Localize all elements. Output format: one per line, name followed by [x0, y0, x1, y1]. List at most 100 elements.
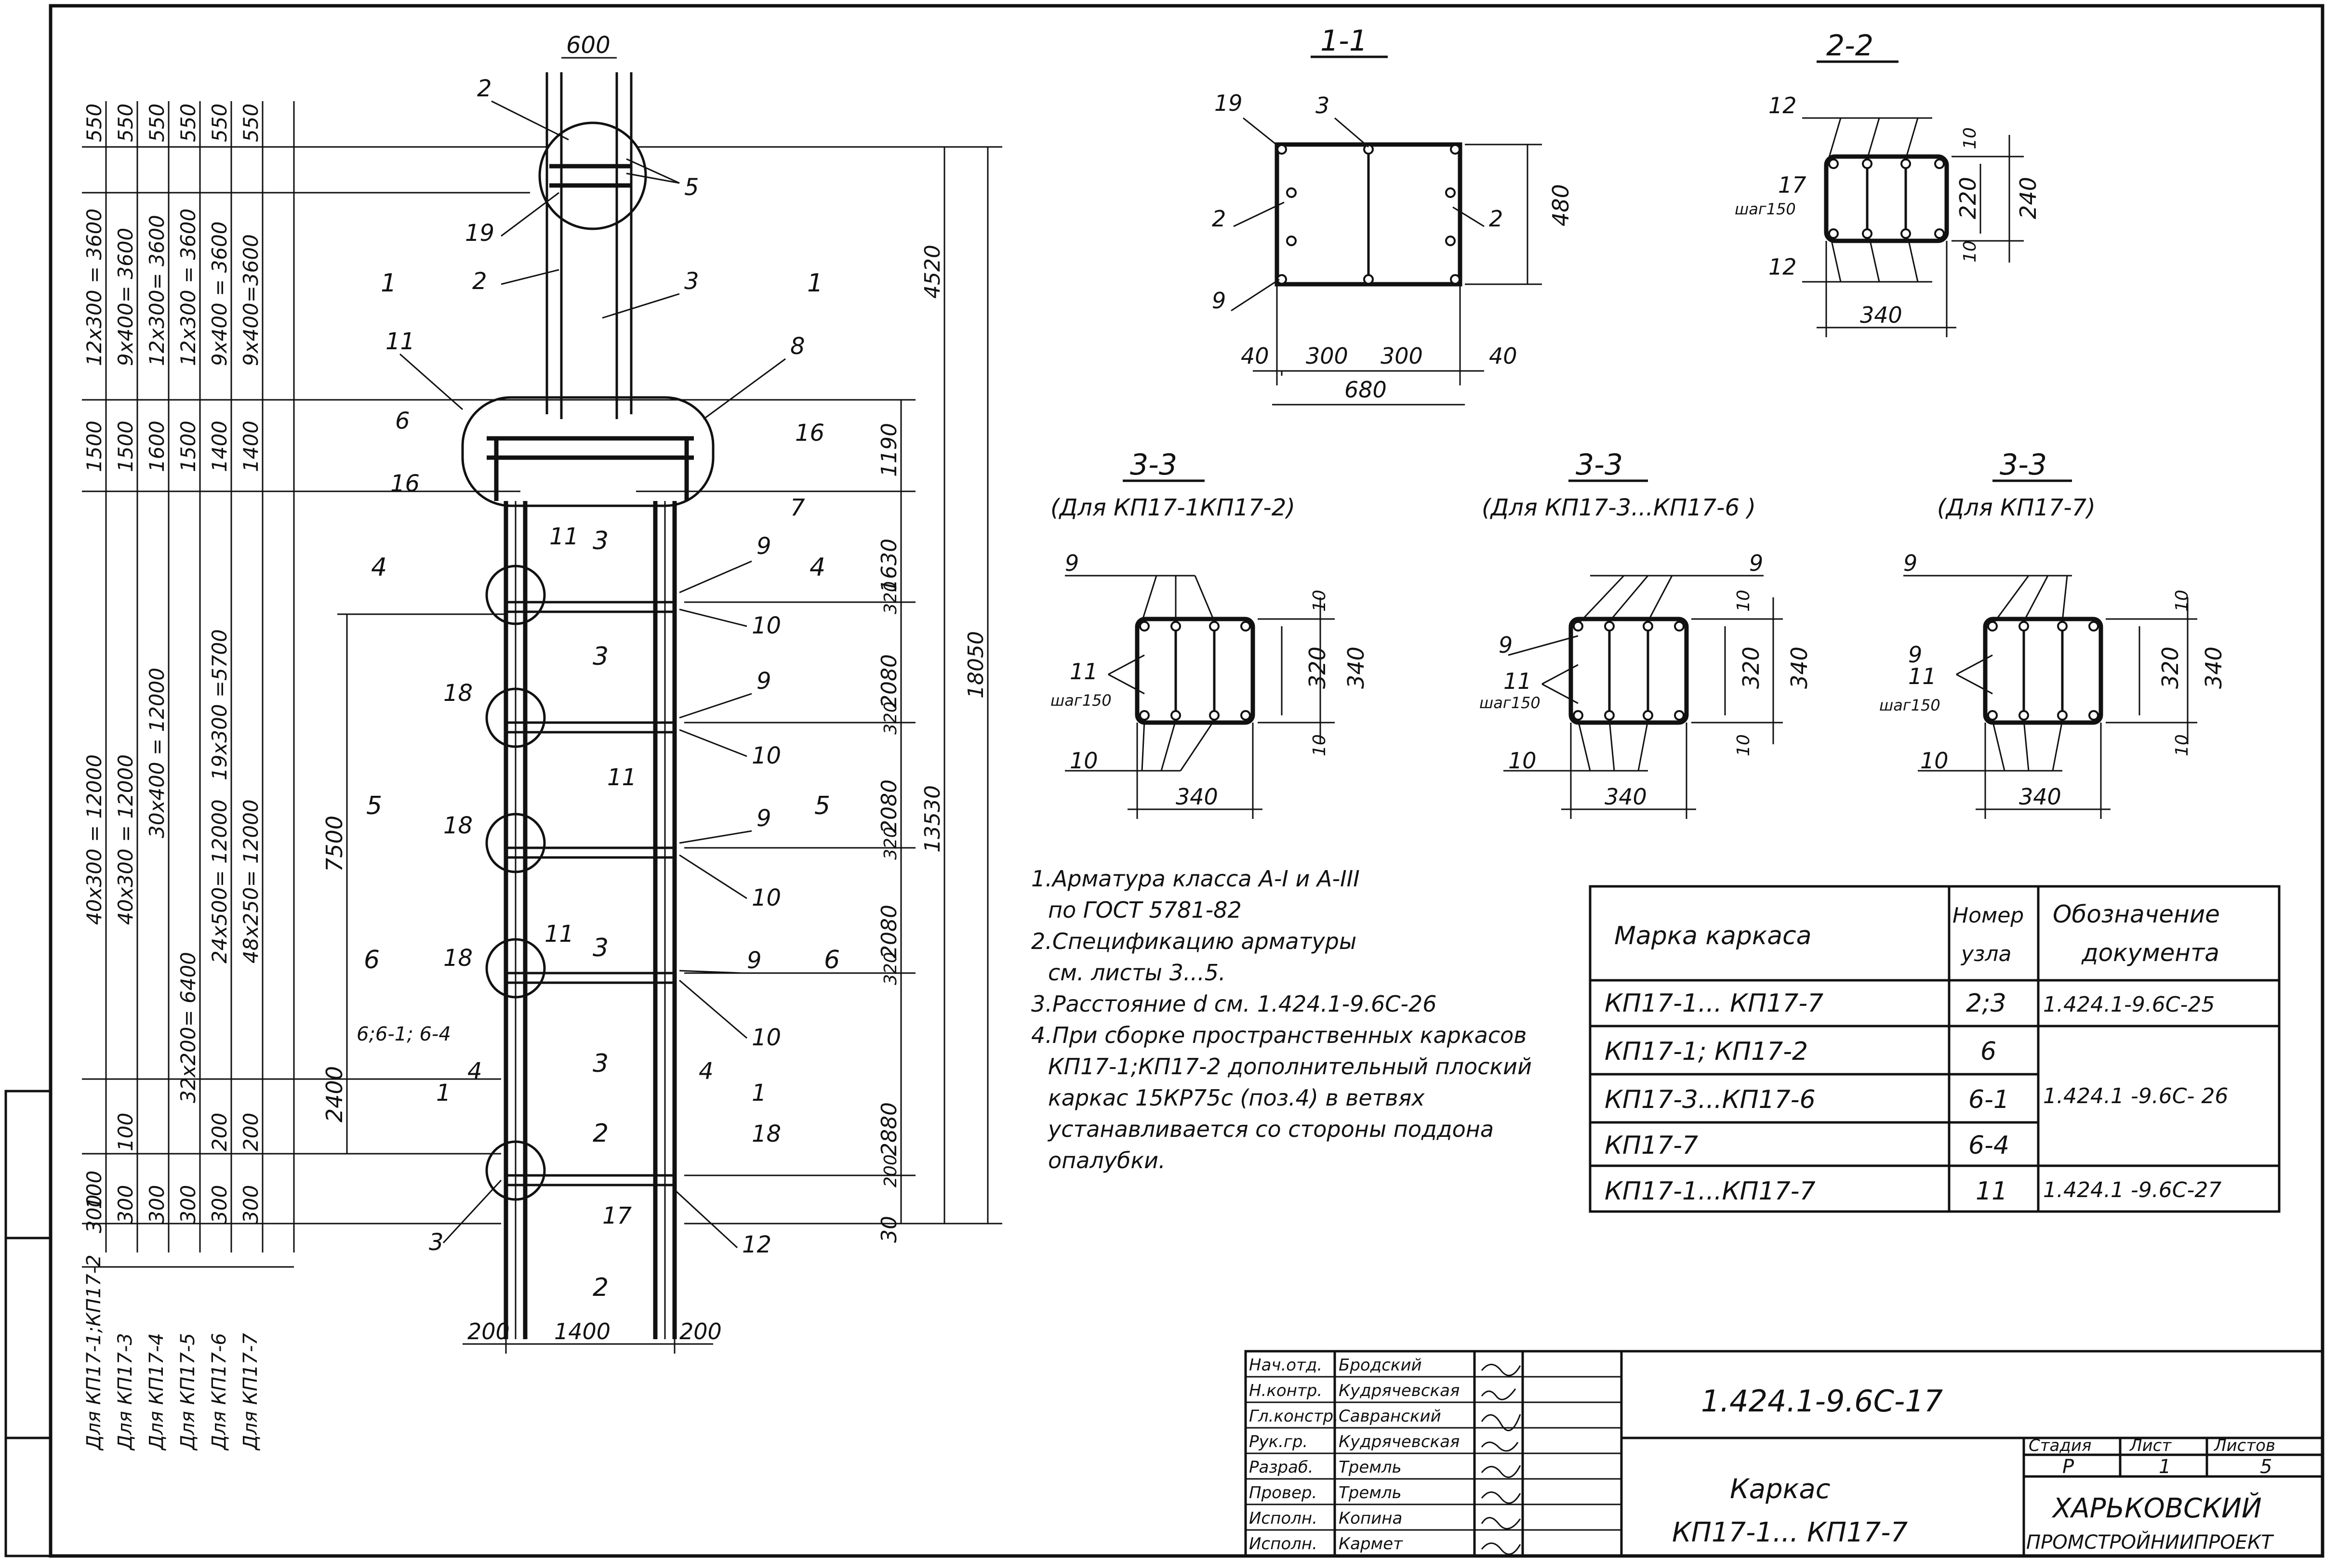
sheet-frame — [49, 4, 2324, 1558]
s11-d300b: 300 — [1381, 343, 1423, 369]
tb-name-2: Кудрячевская — [1339, 1381, 1460, 1400]
tb-name-3: Савранский — [1339, 1407, 1441, 1426]
s33a-d320: 320 — [1304, 646, 1330, 689]
section-3-3-a: 3-3 (Для КП17-1КП17-2) 9 11 шаг150 10 10… — [1050, 448, 1369, 819]
pos-9b: 9 — [757, 668, 771, 695]
pos-8: 8 — [790, 333, 805, 360]
col3-v1500: 1600 — [145, 421, 169, 472]
col4-bot-32x200: 32x200= 6400 — [176, 952, 200, 1103]
bd-200b: 200 — [679, 1318, 722, 1344]
tb-role-5: Разраб. — [1249, 1458, 1314, 1477]
col5-mid: 9x400 = 3600 — [208, 221, 231, 366]
s33c-d10a: 10 — [2172, 590, 2192, 612]
s33b-l9b: 9 — [1499, 632, 1513, 658]
pos-10b: 10 — [752, 742, 781, 769]
left-dimension-columns: 7500 2400 550 12x300 = 3600 1500 40x300 … — [82, 101, 916, 1451]
col5-label: Для КП17-6 — [208, 1333, 230, 1451]
col5-bot: 200 — [208, 1113, 231, 1151]
sec-mark-5b: 5 — [814, 791, 830, 820]
signatures — [1481, 1364, 1521, 1555]
rs-320c: 320 — [881, 827, 901, 860]
s11-d300a: 300 — [1306, 343, 1348, 369]
pos-11c: 11 — [607, 764, 637, 791]
section-2-2-title: 2-2 — [1826, 29, 1873, 63]
dim-2400: 2400 — [321, 1066, 347, 1122]
s22-l17: 17 — [1778, 172, 1806, 198]
col6-mid: 9x400=3600 — [239, 234, 263, 366]
tb-doc-code: 1.424.1-9.6С-17 — [1701, 1384, 1943, 1419]
s11-d480: 480 — [1548, 184, 1574, 226]
pos-6: 6 — [395, 408, 410, 435]
note-line-10: опалубки. — [1048, 1147, 1166, 1173]
note-line-7: КП17-1;КП17-2 дополнительный плоский — [1048, 1054, 1532, 1080]
overall-13530: 13530 — [920, 785, 945, 853]
elevation-view: 600 — [357, 32, 1002, 1354]
tb-name-1: Бродский — [1339, 1356, 1422, 1375]
pos-16a: 16 — [795, 420, 824, 447]
th-node-1: Номер — [1952, 903, 2024, 928]
sec-mark-6a: 6 — [364, 946, 380, 975]
pos-10a: 10 — [752, 612, 781, 639]
col2-bot: 100 — [114, 1113, 137, 1151]
pos-10c: 10 — [752, 884, 781, 911]
pos-3b: 3 — [429, 1229, 444, 1256]
tr5-node: 11 — [1976, 1177, 2007, 1206]
overall-4520: 4520 — [920, 245, 945, 299]
col1-bot: 100 — [82, 1171, 106, 1209]
col4-mid: 12x300 = 3600 — [176, 209, 200, 366]
s33c-d340: 340 — [2201, 646, 2227, 689]
s11-d40b: 40 — [1489, 343, 1517, 369]
notes: 1.Арматура класса А-I и А-III по ГОСТ 57… — [1031, 866, 1532, 1173]
tr2-node: 6 — [1980, 1037, 1996, 1066]
tb-sheets: 5 — [2260, 1456, 2272, 1478]
dim-7500: 7500 — [321, 816, 347, 872]
s22-d220: 220 — [1955, 177, 1981, 219]
th-mark: Марка каркаса — [1614, 922, 1812, 950]
th-node-2: узла — [1960, 942, 2012, 966]
s22-step: шаг150 — [1735, 200, 1796, 218]
s11-l2b: 2 — [1489, 206, 1503, 232]
s33b-d10a: 10 — [1734, 590, 1753, 612]
binding-strip — [4, 1090, 52, 1557]
s33a-l11: 11 — [1070, 659, 1098, 685]
rs-320a: 320 — [881, 581, 901, 614]
s33a-d340: 340 — [1343, 646, 1369, 689]
sec-mark-4a: 4 — [371, 553, 387, 582]
note-line-4: см. листы 3...5. — [1048, 960, 1226, 986]
section-2-2: 2-2 12 17 — [1735, 29, 2041, 337]
pos-10d: 10 — [752, 1024, 781, 1051]
s33b-d10b: 10 — [1734, 734, 1753, 756]
s33c-d340b: 340 — [2019, 784, 2061, 810]
pos-16b: 16 — [390, 470, 420, 497]
tb-name-6: Тремль — [1339, 1483, 1402, 1502]
col3-top: 550 — [145, 104, 169, 142]
pos-4a: 4 — [467, 1058, 482, 1085]
col3-label: Для КП17-4 — [146, 1333, 168, 1451]
s33c-step: шаг150 — [1879, 696, 1940, 714]
tb-role-2: Н.контр. — [1249, 1381, 1322, 1400]
s33b-l10: 10 — [1508, 748, 1537, 774]
tb-sheet-label: Лист — [2129, 1436, 2172, 1455]
s22-l12b: 12 — [1768, 254, 1797, 280]
tr4-node: 6-4 — [1968, 1131, 2009, 1160]
pos-11b: 11 — [549, 523, 579, 550]
sec-mark-3d: 3 — [593, 1049, 609, 1078]
tb-sheets-label: Листов — [2213, 1436, 2275, 1455]
col5-long: 24x500= 12000 — [208, 799, 231, 963]
section-3-3-c: 3-3 (Для КП17-7) 9 9 11 шаг150 10 10 320… — [1879, 448, 2227, 819]
tr1-mark: КП17-1... КП17-7 — [1605, 989, 1823, 1018]
pos-7: 7 — [790, 494, 805, 521]
pos-9c: 9 — [757, 805, 771, 832]
s11-d40a: 40 — [1241, 343, 1269, 369]
pos-2b: 2 — [472, 268, 487, 295]
col1-v1500: 1500 — [82, 421, 106, 472]
tr5-mark: КП17-1...КП17-7 — [1605, 1177, 1816, 1206]
sec-mark-3c: 3 — [593, 934, 609, 962]
col2-mid: 9x400= 3600 — [114, 228, 137, 366]
s33a-d10a: 10 — [1310, 590, 1329, 612]
s33a-subtitle: (Для КП17-1КП17-2) — [1050, 494, 1295, 521]
note-line-9: устанавливается со стороны поддона — [1047, 1116, 1494, 1142]
col4-long-19x300: 19x300 =5700 — [208, 629, 231, 780]
node-table: Марка каркаса Номер узла Обозначение док… — [1589, 885, 2281, 1213]
